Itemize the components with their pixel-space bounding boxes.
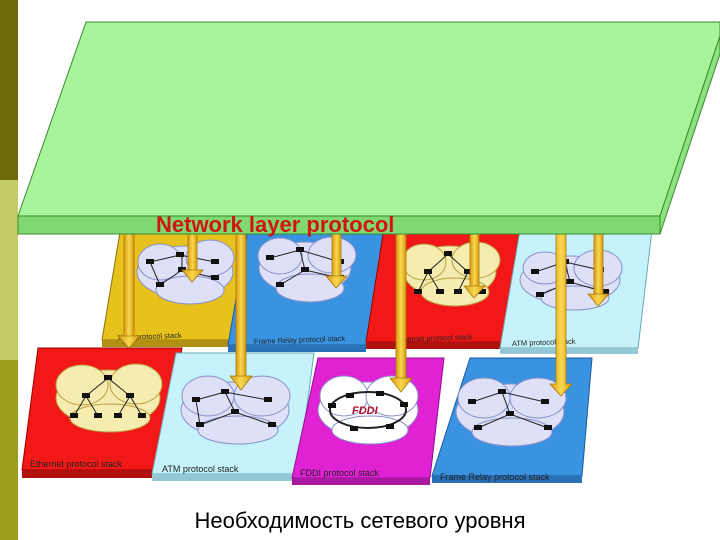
arrows [117, 219, 610, 397]
arrow-x25-back [181, 219, 204, 283]
sidebar-band-bottom [0, 360, 18, 540]
network-layer-title: Network layer protocol [156, 212, 394, 237]
stack-label: Ethernet protocol stack [30, 459, 123, 469]
stack-label: X.25 protocol stack [118, 331, 182, 342]
stack-label: Ethernet protocol stack [396, 332, 473, 344]
stack-label: ATM protocol stack [162, 464, 239, 474]
network-nodes-front [70, 375, 552, 431]
sidebar-band-middle [0, 180, 18, 360]
cloud-ethernet-front [55, 363, 163, 433]
sidebar-band-top [0, 0, 18, 180]
slide-caption: Необходимость сетевого уровня [194, 508, 526, 533]
stack-label: Frame Relay protocol stack [440, 472, 550, 482]
stack-label: Frame Relay protocol stack [254, 334, 346, 346]
stack-label: ATM protocol stack [512, 337, 576, 348]
fddi-ring: FDDI [329, 391, 407, 429]
fddi-ring-label: FDDI [352, 405, 379, 417]
network-nodes-back [146, 247, 609, 297]
network-layer-diagram: X.25 protocol stack Frame Relay protocol… [17, 21, 720, 485]
stack-label: FDDI protocol stack [300, 468, 380, 478]
network-layer-plate: Network layer protocol [17, 21, 720, 237]
